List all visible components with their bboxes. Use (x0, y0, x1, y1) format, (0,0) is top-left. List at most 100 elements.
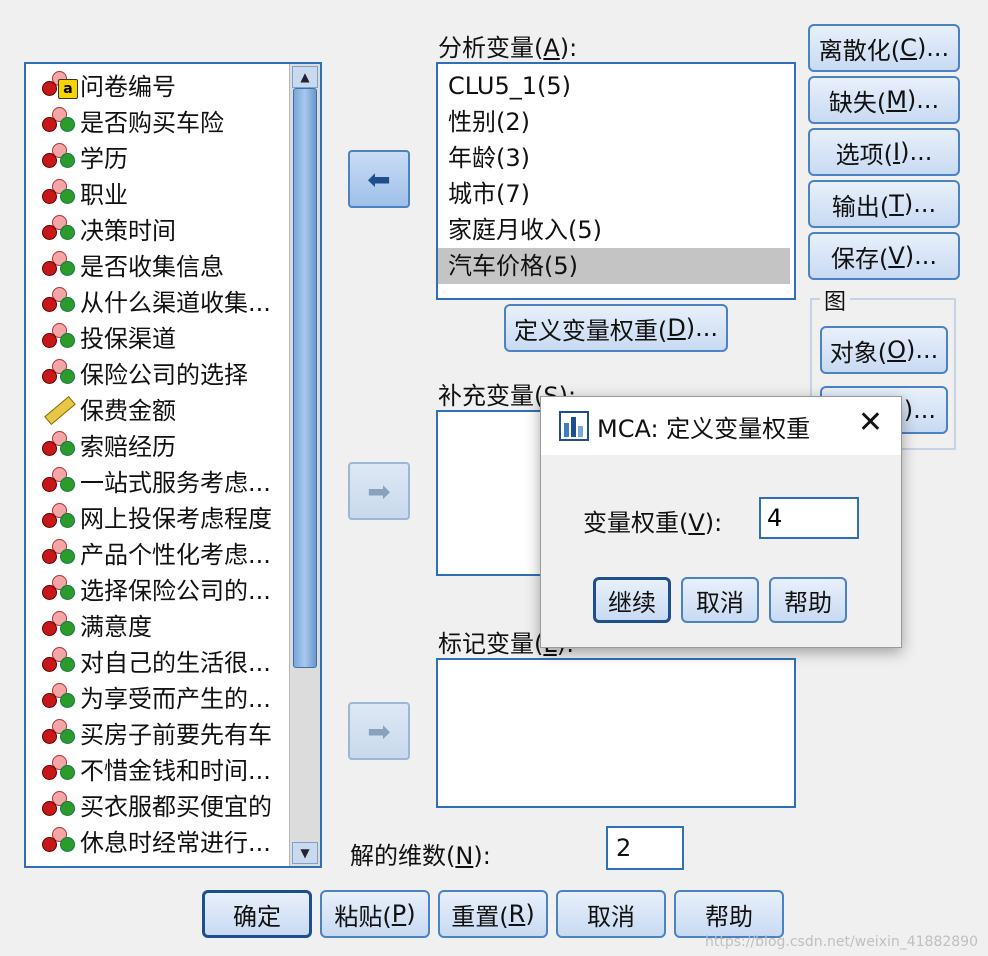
variable-label: 一站式服务考虑... (80, 468, 271, 497)
variable-list-item[interactable]: 保费金额 (26, 390, 288, 426)
scroll-up-arrow-icon[interactable]: ▲ (292, 66, 318, 88)
options-button[interactable]: 选项(I)... (808, 128, 960, 176)
variable-list-item[interactable]: 是否收集信息 (26, 246, 288, 282)
variable-list-item[interactable]: 索赔经历 (26, 426, 288, 462)
nominal-variable-icon (40, 645, 78, 675)
variable-list-item[interactable]: 买房子前要先有车 (26, 714, 288, 750)
variable-list-item[interactable]: 对自己的生活很... (26, 642, 288, 678)
variable-list-item[interactable]: 休息时经常进行... (26, 822, 288, 858)
scale-variable-icon (40, 393, 78, 425)
missing-button[interactable]: 缺失(M)... (808, 76, 960, 124)
variable-list-item[interactable]: 网上投保考虑程度 (26, 498, 288, 534)
variable-label: 选择保险公司的... (80, 576, 271, 605)
analysis-variable-item[interactable]: 汽车价格(5) (438, 248, 790, 284)
ok-button[interactable]: 确定 (202, 890, 312, 938)
cancel-button[interactable]: 取消 (556, 890, 666, 938)
dialog-help-button[interactable]: 帮助 (769, 577, 847, 623)
nominal-variable-icon (40, 357, 78, 387)
analysis-variable-item[interactable]: 城市(7) (448, 180, 530, 208)
nominal-variable-icon (40, 105, 78, 135)
dimensions-input[interactable]: 2 (606, 826, 684, 870)
variable-label: 索赔经历 (80, 432, 176, 461)
define-weight-dialog: MCA: 定义变量权重 ✕ 变量权重(V): 继续 取消 帮助 (540, 396, 902, 648)
nominal-variable-icon (40, 321, 78, 351)
nominal-variable-icon (40, 177, 78, 207)
nominal-variable-icon (40, 825, 78, 855)
move-to-analysis-button[interactable]: ⬅ (348, 150, 410, 208)
variable-label: 学历 (80, 144, 128, 173)
arrow-right-icon: ➡ (367, 714, 391, 748)
variable-list-item[interactable]: 保险公司的选择 (26, 354, 288, 390)
variable-weight-label: 变量权重(V): (583, 509, 723, 537)
variable-label: 买房子前要先有车 (80, 720, 272, 749)
variable-list-item[interactable]: 不惜金钱和时间... (26, 750, 288, 786)
analysis-variable-item[interactable]: CLU5_1(5) (448, 72, 572, 100)
variable-weight-input[interactable] (759, 497, 859, 539)
dimensions-label: 解的维数(N): (350, 842, 491, 870)
variable-label: 买衣服都买便宜的 (80, 792, 272, 821)
variable-label: 保费金额 (80, 396, 176, 425)
analysis-variable-item[interactable]: 年龄(3) (448, 144, 530, 172)
dialog-title: MCA: 定义变量权重 (597, 415, 811, 443)
dialog-cancel-button[interactable]: 取消 (681, 577, 759, 623)
nominal-variable-icon (40, 141, 78, 171)
nominal-variable-icon (40, 465, 78, 495)
output-button[interactable]: 输出(T)... (808, 180, 960, 228)
scroll-thumb[interactable] (293, 88, 317, 668)
nominal-variable-icon (40, 609, 78, 639)
variable-list-item[interactable]: 学历 (26, 138, 288, 174)
variable-list-item[interactable]: 从什么渠道收集... (26, 282, 288, 318)
analysis-variables-label: 分析变量(A): (438, 34, 578, 62)
arrow-left-icon: ⬅ (367, 162, 391, 196)
variable-list-item[interactable]: 为享受而产生的... (26, 678, 288, 714)
analysis-variable-item[interactable]: 性别(2) (448, 108, 530, 136)
reset-button[interactable]: 重置(R) (438, 890, 548, 938)
continue-button[interactable]: 继续 (593, 577, 671, 623)
scrollbar[interactable]: ▲ ▼ (289, 64, 320, 866)
variable-list-item[interactable]: 决策时间 (26, 210, 288, 246)
variable-list-item[interactable]: 满意度 (26, 606, 288, 642)
variable-list-item[interactable]: 产品个性化考虑... (26, 534, 288, 570)
variable-list-item[interactable]: 选择保险公司的... (26, 570, 288, 606)
nominal-variable-icon (40, 789, 78, 819)
paste-button[interactable]: 粘贴(P) (320, 890, 430, 938)
spss-app-icon (559, 411, 589, 441)
objects-plot-button[interactable]: 对象(O)... (820, 326, 948, 374)
variable-label: 从什么渠道收集... (80, 288, 271, 317)
nominal-variable-icon (40, 717, 78, 747)
variable-list-item[interactable]: 是否购买车险 (26, 102, 288, 138)
variable-list-item[interactable]: 买衣服都买便宜的 (26, 786, 288, 822)
variable-label: 网上投保考虑程度 (80, 504, 272, 533)
variable-list-item[interactable]: 职业 (26, 174, 288, 210)
variable-label: 为享受而产生的... (80, 684, 271, 713)
analysis-variable-item[interactable]: 家庭月收入(5) (448, 216, 602, 244)
variable-label: 产品个性化考虑... (80, 540, 271, 569)
variable-label: 满意度 (80, 612, 152, 641)
variable-label: 问卷编号 (80, 72, 176, 101)
variable-label: 投保渠道 (80, 324, 176, 353)
labeling-variables-list[interactable] (436, 658, 796, 808)
help-button[interactable]: 帮助 (674, 890, 784, 938)
variable-label: 休息时经常进行... (80, 828, 271, 857)
variable-list-item[interactable]: 投保渠道 (26, 318, 288, 354)
move-to-labeling-button[interactable]: ➡ (348, 702, 410, 760)
variable-label: 是否购买车险 (80, 108, 224, 137)
close-icon[interactable]: ✕ (857, 405, 883, 440)
analysis-variables-list[interactable]: CLU5_1(5) 性别(2) 年龄(3) 城市(7) 家庭月收入(5) 汽车价格(5) (436, 62, 796, 300)
nominal-variable-icon (40, 753, 78, 783)
variable-label: 决策时间 (80, 216, 176, 245)
save-button[interactable]: 保存(V)... (808, 232, 960, 280)
variable-list-item[interactable]: 一站式服务考虑... (26, 462, 288, 498)
variable-label: 不惜金钱和时间... (80, 756, 271, 785)
arrow-right-icon: ➡ (367, 474, 391, 508)
define-variable-weight-button[interactable]: 定义变量权重(D)... (504, 304, 728, 352)
move-to-supplementary-button[interactable]: ➡ (348, 462, 410, 520)
scroll-down-arrow-icon[interactable]: ▼ (292, 842, 318, 864)
nominal-variable-icon (40, 501, 78, 531)
variable-label: 是否收集信息 (80, 252, 224, 281)
nominal-variable-icon (40, 249, 78, 279)
discretize-button[interactable]: 离散化(C)... (808, 24, 960, 72)
